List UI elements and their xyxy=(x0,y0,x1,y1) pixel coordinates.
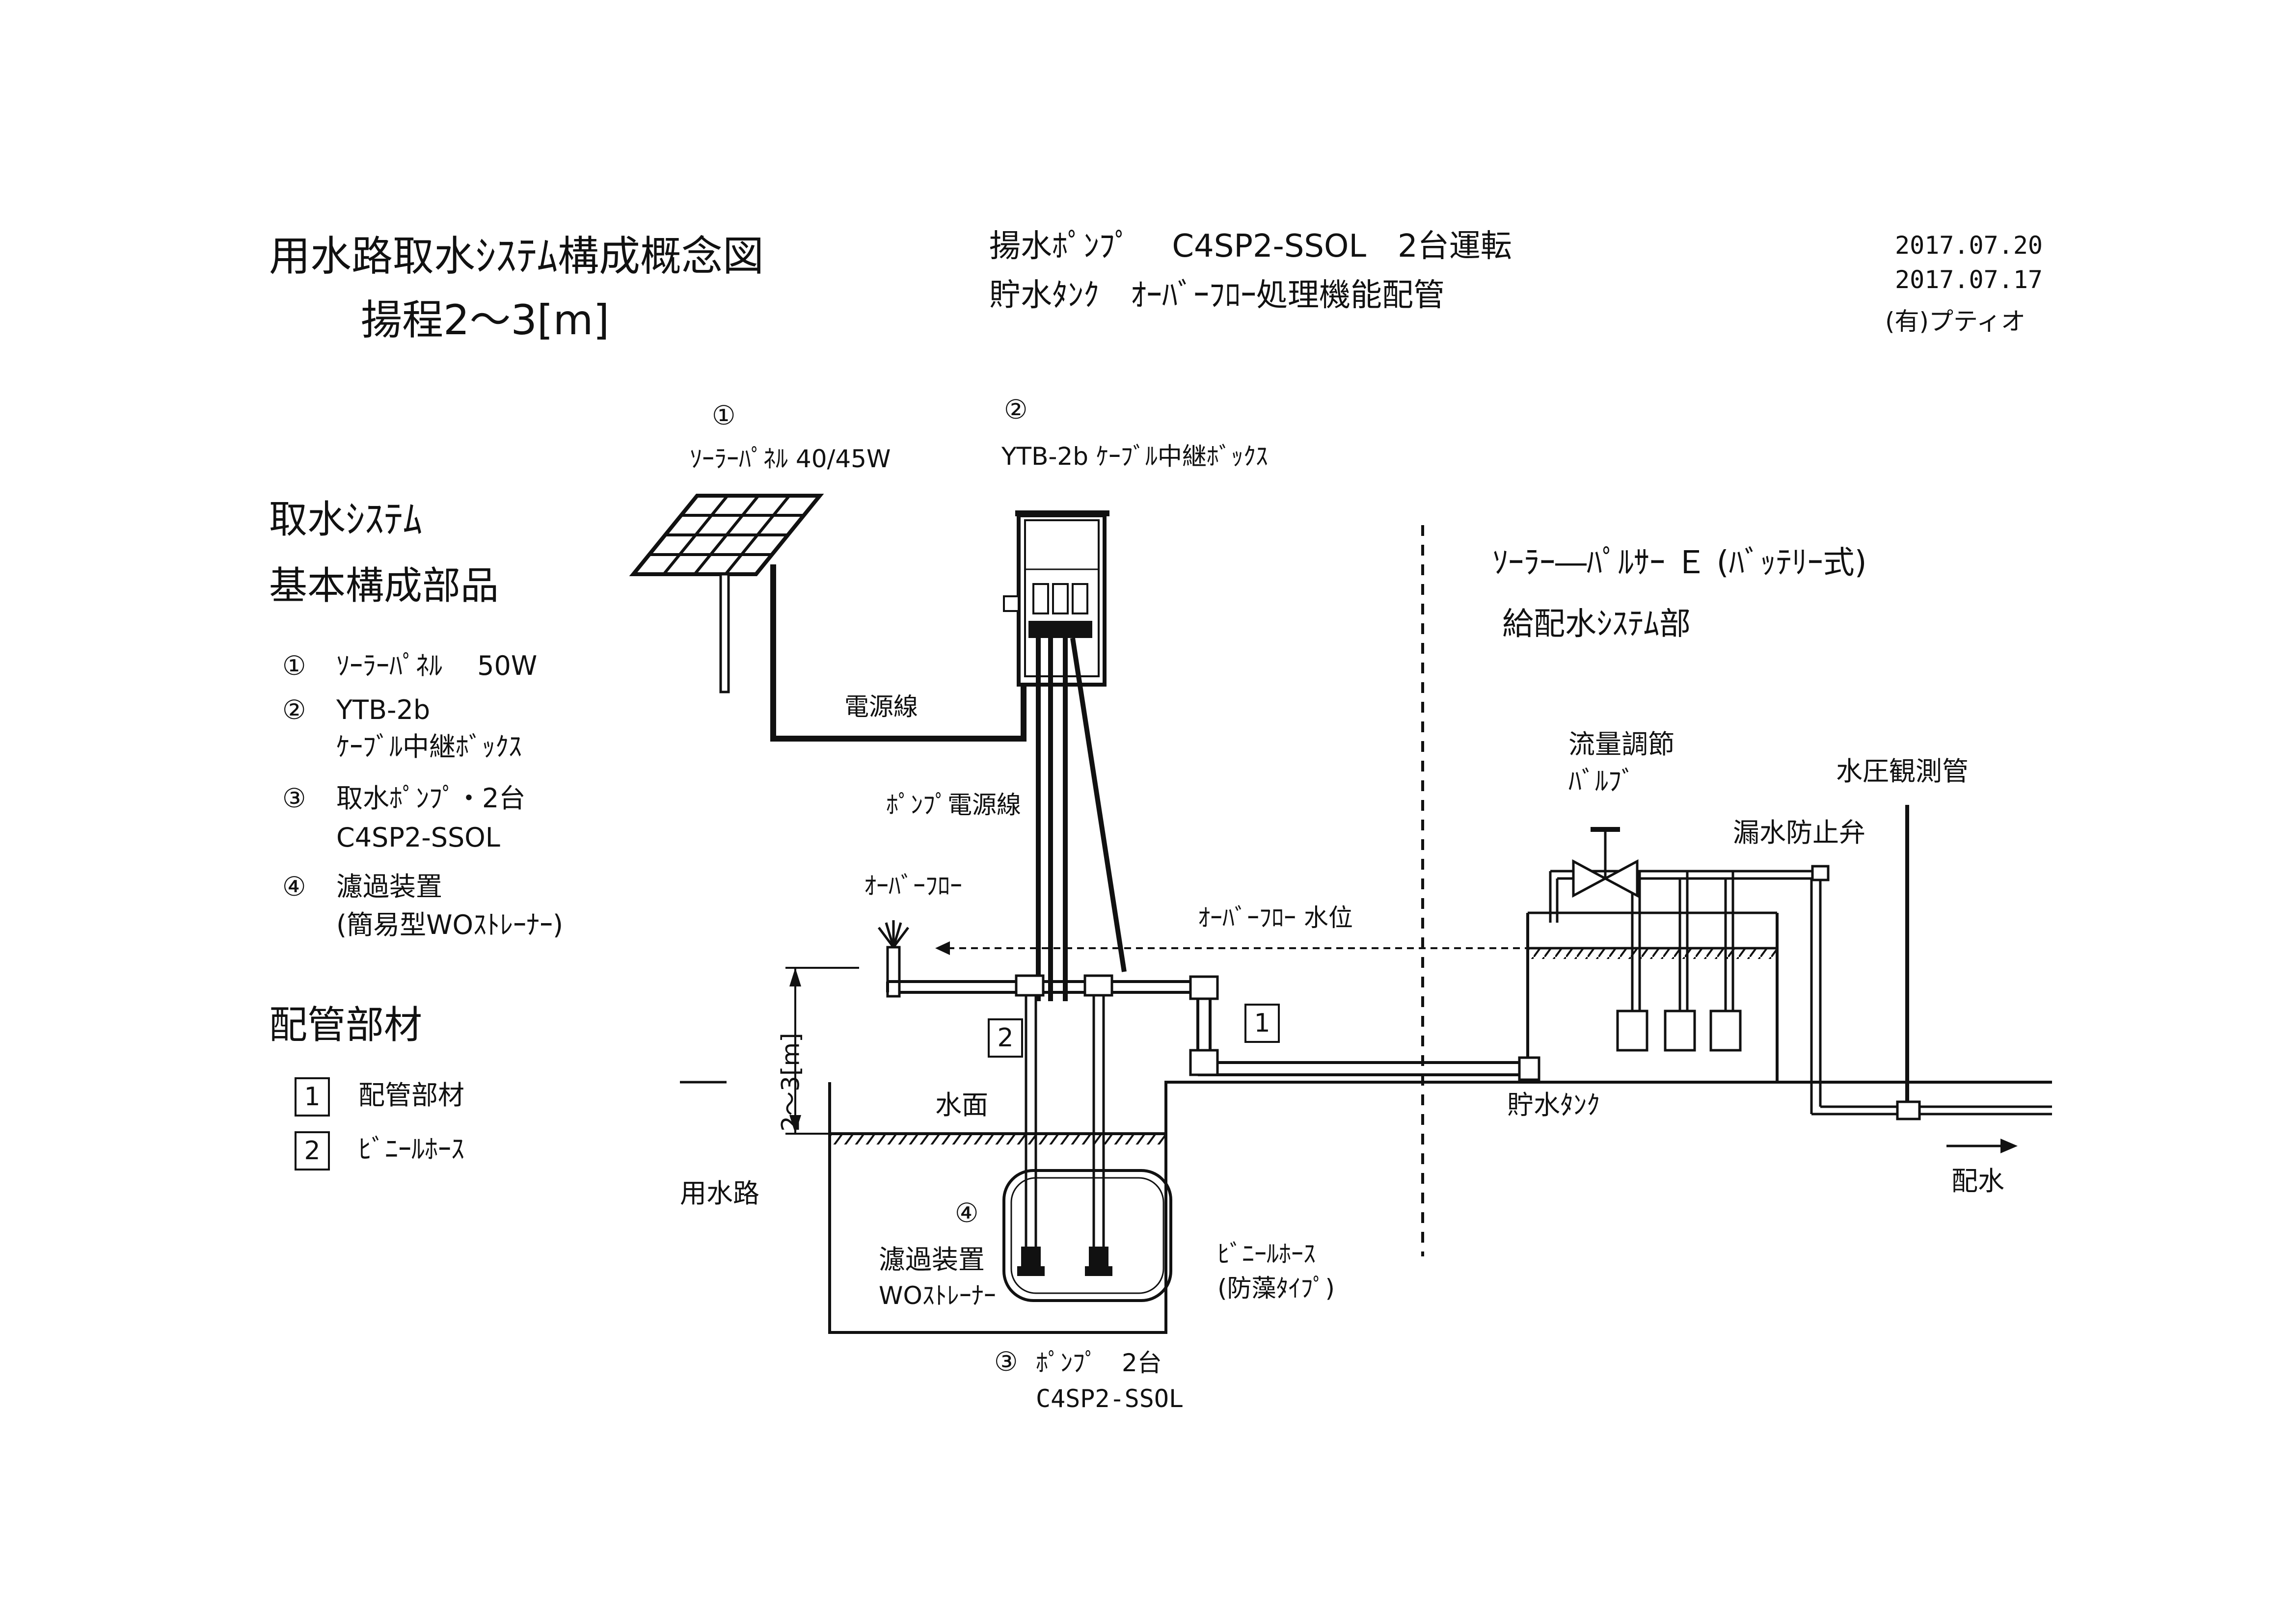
date-2: 2017.07.17 xyxy=(1895,266,2043,294)
pump-2 xyxy=(1085,1247,1112,1276)
company-name: (有)プティオ xyxy=(1885,307,2026,336)
pressure-pipe-label: 水圧観測管 xyxy=(1836,756,1969,787)
overflow-outlet xyxy=(878,920,909,998)
storage-tank xyxy=(1518,911,1779,1084)
legend-item-2: YTB-2b xyxy=(336,694,431,725)
vinyl-hoses xyxy=(1025,996,1105,1261)
box-num: ② xyxy=(1004,394,1028,425)
piping-tag-1: 1 xyxy=(295,1077,330,1117)
date-1: 2017.07.20 xyxy=(1895,231,2043,260)
hose-type: (防藻ﾀｲﾌﾟ) xyxy=(1217,1274,1335,1303)
box-label: YTB-2b ｹｰﾌﾞﾙ中継ﾎﾞｯｸｽ xyxy=(1001,442,1268,471)
tank-label: 貯水ﾀﾝｸ xyxy=(1507,1090,1600,1120)
canal xyxy=(680,967,1532,1334)
solar-label: ｿｰﾗｰﾊﾟﾈﾙ 40/45W xyxy=(690,445,891,473)
legend-heading-system: 取水ｼｽﾃﾑ xyxy=(269,498,423,542)
power-line-label: 電源線 xyxy=(844,692,918,721)
pump-num: ③ xyxy=(994,1346,1018,1377)
legend-heading-piping: 配管部材 xyxy=(269,1003,423,1047)
legend-item-4: 濾過装置 xyxy=(336,871,442,902)
pipe-tag-1: 1 xyxy=(1244,1004,1280,1043)
pipe-tag-2: 2 xyxy=(988,1018,1023,1058)
pump-model: C4SP2-SSOL xyxy=(1036,1384,1184,1413)
filter-num: ④ xyxy=(955,1197,979,1228)
pump-cable-4 xyxy=(1070,638,1127,972)
head-label: 揚程2〜3[m] xyxy=(361,296,610,344)
solar-power-cable xyxy=(770,564,1026,742)
pump-1 xyxy=(1017,1247,1045,1276)
check-valve-label: 漏水防止弁 xyxy=(1733,817,1865,848)
overflow-level-label: ｵｰﾊﾞｰﾌﾛｰ 水位 xyxy=(1198,904,1353,932)
legend-item-3: 取水ﾎﾟﾝﾌﾟ・2台 xyxy=(336,783,526,814)
check-valve xyxy=(1811,865,1830,881)
legend-item-3-sub: C4SP2-SSOL xyxy=(336,822,500,853)
solar-num: ① xyxy=(712,400,736,431)
tank-piping xyxy=(1549,870,2052,1116)
junction-box xyxy=(1003,510,1109,687)
piping-item-1: 配管部材 xyxy=(358,1080,464,1111)
legend-item-4-sub: (簡易型WOｽﾄﾚｰﾅｰ) xyxy=(336,909,564,940)
head-dimension: 2〜3[m] xyxy=(776,1033,805,1132)
water-surface-label: 水面 xyxy=(935,1090,988,1120)
legend-num-4: ④ xyxy=(282,871,306,902)
legend-item-2-sub: ｹｰﾌﾞﾙ中継ﾎﾞｯｸｽ xyxy=(336,731,522,762)
pump-power-label: ﾎﾟﾝﾌﾟ電源線 xyxy=(886,791,1021,819)
page-title: 用水路取水ｼｽﾃﾑ構成概念図 xyxy=(269,232,764,280)
flow-valve-label-2: ﾊﾞﾙﾌﾞ xyxy=(1568,766,1635,797)
pump-label: ﾎﾟﾝﾌﾟ 2台 xyxy=(1036,1349,1162,1377)
right-section-title: ｿｰﾗｰ―ﾊﾟﾙｻｰ Ｅ (ﾊﾞｯﾃﾘｰ式) xyxy=(1492,545,1867,581)
legend-num-2: ② xyxy=(282,694,306,725)
flow-control-valve xyxy=(1572,827,1639,898)
distribution-label: 配水 xyxy=(1951,1166,2004,1197)
pump-spec-line: 揚水ﾎﾟﾝﾌﾟ C4SP2-SSOL 2台運転 xyxy=(989,228,1512,265)
hose-label: ﾋﾞﾆｰﾙﾎｰｽ xyxy=(1217,1240,1316,1268)
canal-label: 用水路 xyxy=(680,1178,759,1209)
piping-tag-2: 2 xyxy=(295,1131,330,1171)
filter-label: 濾過装置 xyxy=(879,1244,985,1275)
legend-num-3: ③ xyxy=(282,783,306,814)
overflow-label: ｵｰﾊﾞｰﾌﾛｰ xyxy=(864,872,962,900)
flow-valve-label: 流量調節 xyxy=(1568,729,1675,760)
right-section-subtitle: 給配水ｼｽﾃﾑ部 xyxy=(1502,606,1691,642)
tank-spec-line: 貯水ﾀﾝｸ ｵｰﾊﾞｰﾌﾛｰ処理機能配管 xyxy=(989,277,1445,314)
filter-strainer xyxy=(1002,1169,1172,1302)
legend-heading-components: 基本構成部品 xyxy=(269,564,499,608)
solar-panel xyxy=(629,494,824,693)
legend-item-1: ｿｰﾗｰﾊﾟﾈﾙ 50W xyxy=(336,650,538,681)
legend-num-1: ① xyxy=(282,650,306,681)
piping-item-2: ﾋﾞﾆｰﾙﾎｰｽ xyxy=(358,1134,464,1165)
filter-model: WOｽﾄﾚｰﾅｰ xyxy=(879,1281,996,1310)
